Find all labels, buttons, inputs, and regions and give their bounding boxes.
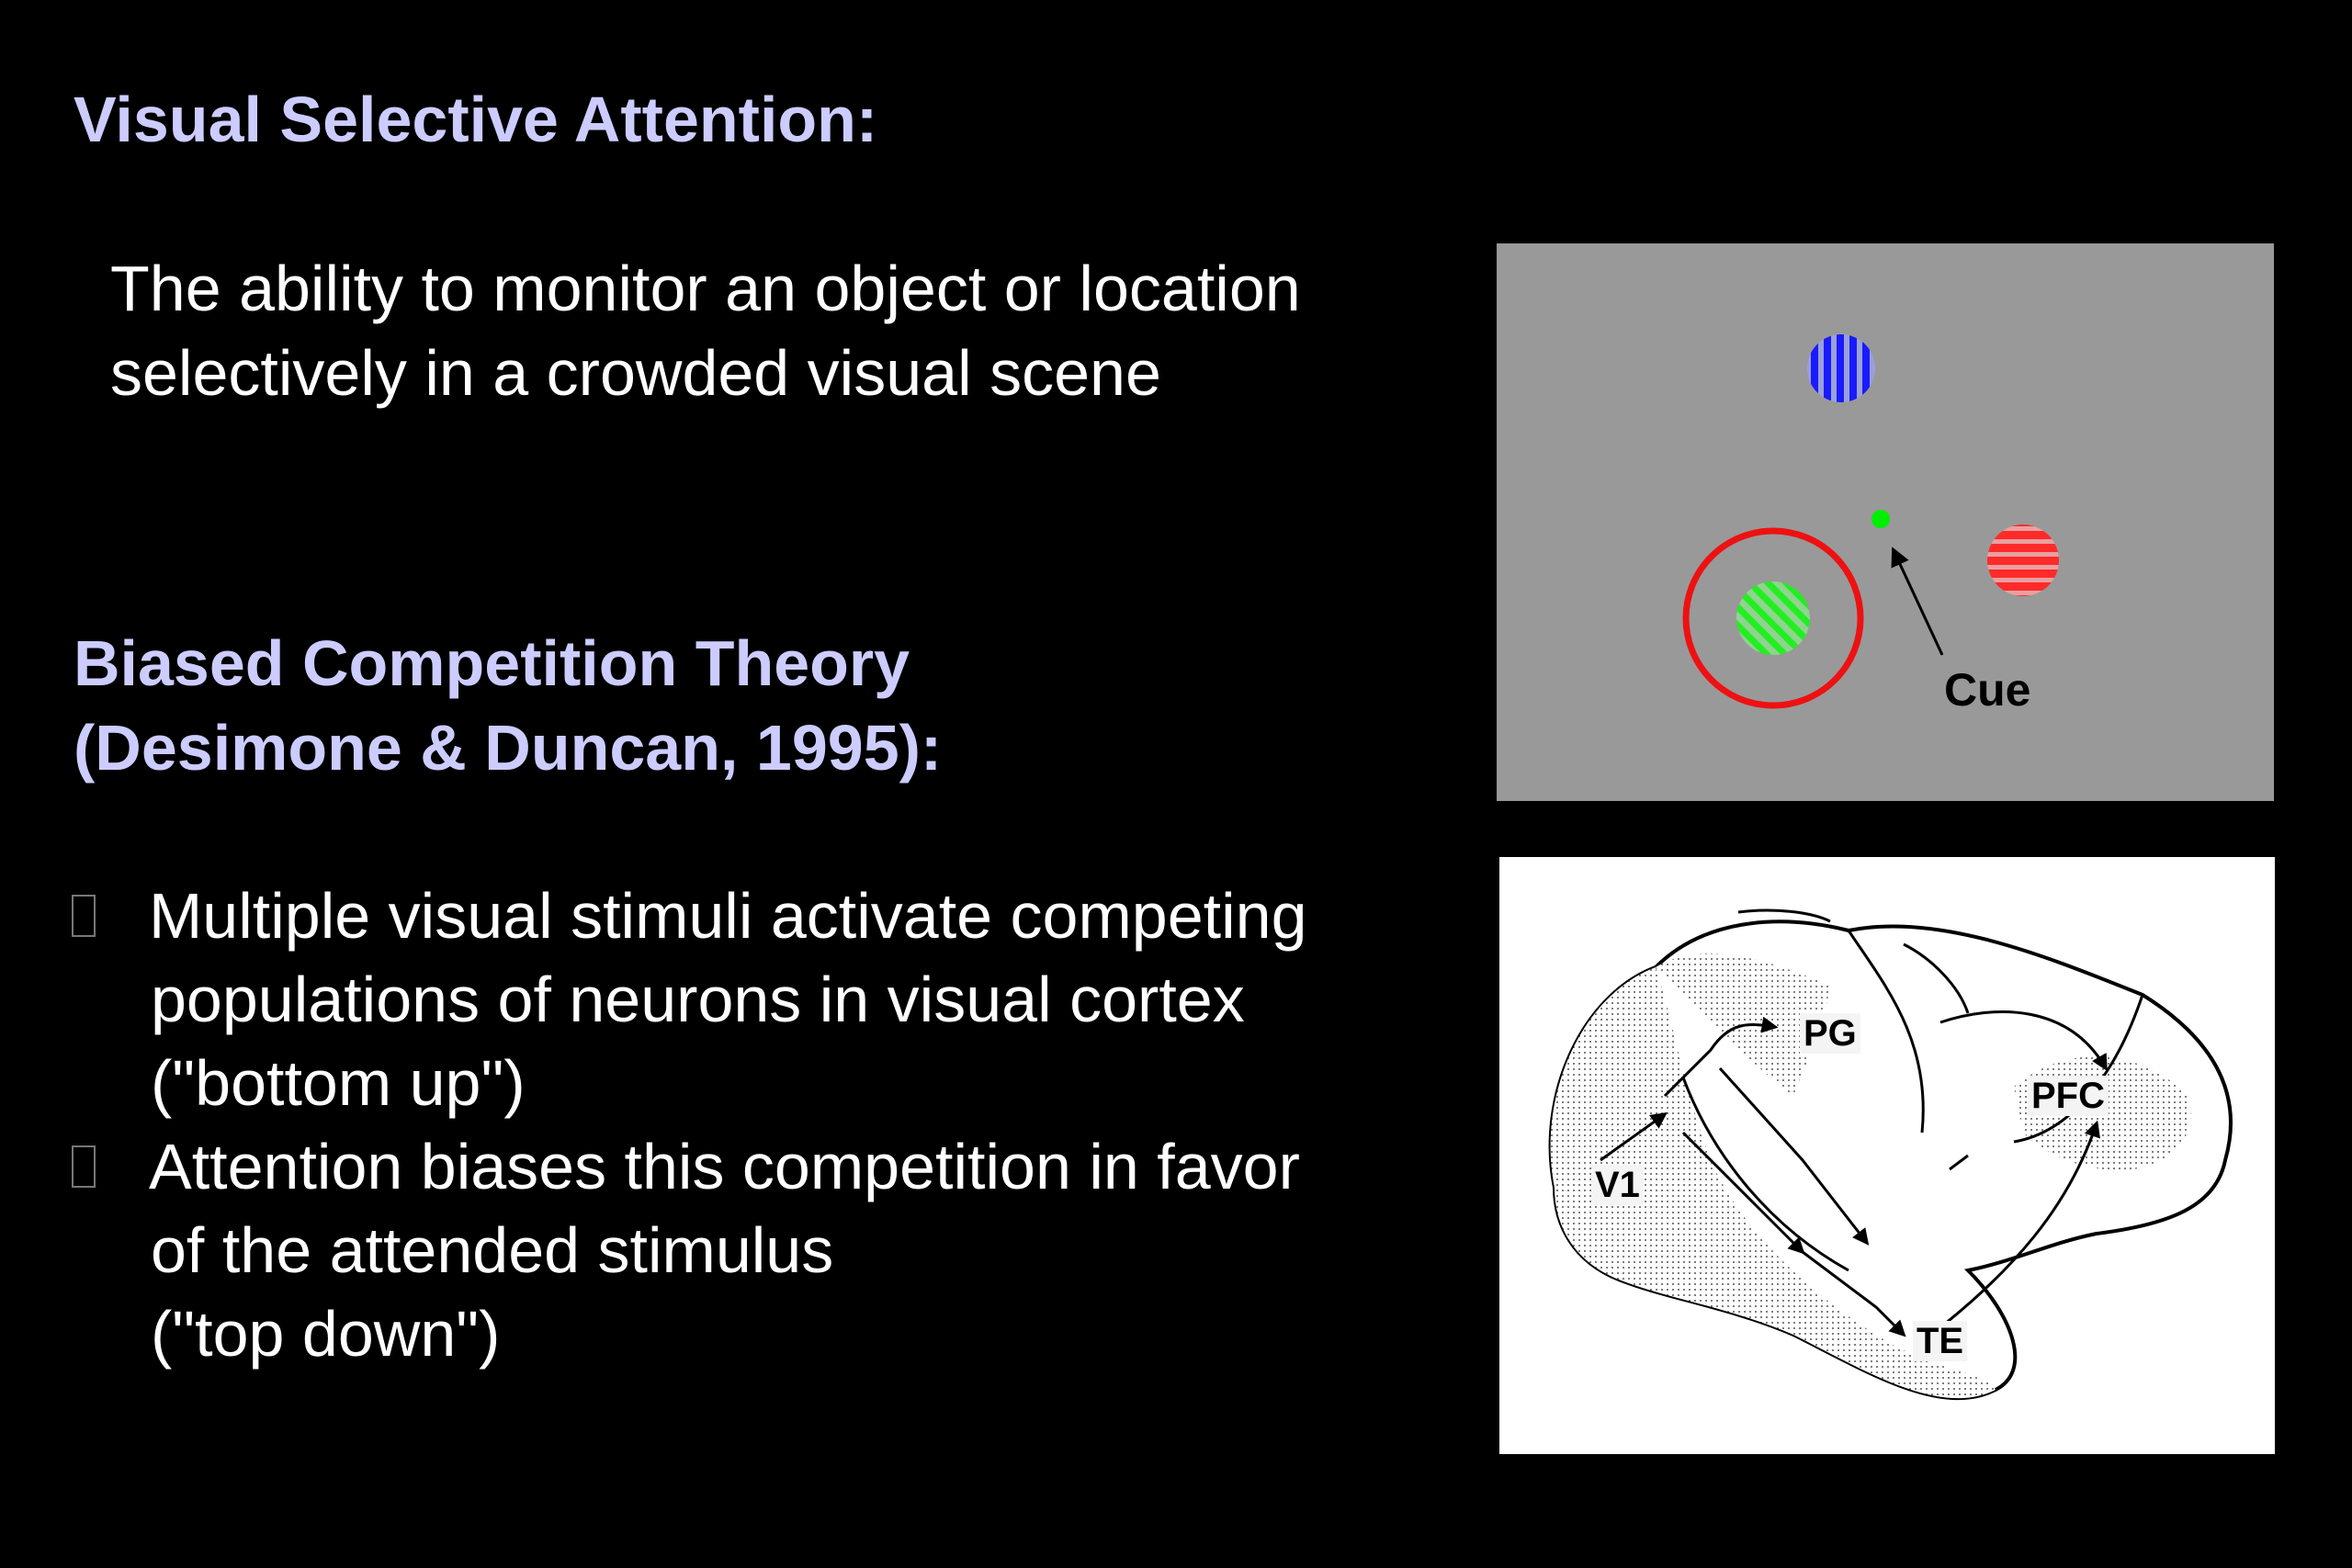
region-label-te: TE [1913,1321,1968,1361]
sulcus-icon [1903,942,1970,1014]
bullet-line: populations of neurons in visual cortex [151,964,1245,1035]
sulcus-icon [1737,908,1831,923]
brain-diagram-graphic [1548,908,2233,1401]
bullet-line: of the attended stimulus [151,1214,834,1286]
theory-heading-line: (Desimone & Duncan, 1995): [74,712,943,784]
theory-heading-line: Biased Competition Theory [74,627,910,699]
occipital-region-icon [1550,967,1996,1399]
pathway-arrow-icon [1939,1010,2108,1072]
cue-label: Cue [1944,664,2031,716]
brain-figure: V1 PG PFC TE [1499,857,2275,1454]
region-label-pfc: PFC [2028,1076,2109,1116]
bullet-line: ("top down") [151,1298,501,1370]
cue-arrow-icon [1891,547,1944,656]
pathway-arrow-icon [1681,1131,1805,1255]
blue-grating-icon [1807,334,1875,402]
stimulus-figure: Cue [1497,243,2274,801]
stimulus-figure-graphic [1682,334,2059,709]
fixation-point-icon [1871,510,1890,528]
definition-line: The ability to monitor an object or loca… [110,253,1301,324]
slide-title: Visual Selective Attention: [74,84,878,155]
pathway-arrow-icon [1663,1016,1779,1098]
red-grating-icon [1987,525,2059,596]
bullet-item: Multiple visual stimuli activate competi… [72,874,1307,1125]
bullet-line: ("bottom up") [151,1047,526,1119]
pathway-arrow-icon [1802,1250,1906,1337]
attention-ring-icon [1682,527,1864,709]
bullet-marker-icon [72,895,96,937]
bullet-list: Multiple visual stimuli activate competi… [72,874,1307,1376]
bullet-item: Attention biases this competition in fav… [72,1125,1307,1376]
region-label-v1: V1 [1591,1165,1644,1205]
definition-line: selectively in a crowded visual scene [110,337,1161,409]
theory-heading: Biased Competition Theory (Desimone & Du… [74,621,942,790]
sulcus-icon [1847,930,1925,1134]
sulcus-icon [1681,1077,1849,1272]
region-label-pg: PG [1800,1013,1860,1054]
bullet-marker-icon [72,1145,96,1188]
definition-text: The ability to monitor an object or loca… [110,246,1301,415]
sulcus-icon [1949,1154,1969,1171]
bullet-line: Attention biases this competition in fav… [149,1131,1300,1202]
bullet-line: Multiple visual stimuli activate competi… [149,880,1307,952]
green-grating-icon [1736,581,1810,655]
pathway-arrow-icon [1718,1066,1870,1246]
pathway-arrow-icon [1600,1111,1668,1162]
pathway-arrow-icon [1930,1120,2100,1337]
